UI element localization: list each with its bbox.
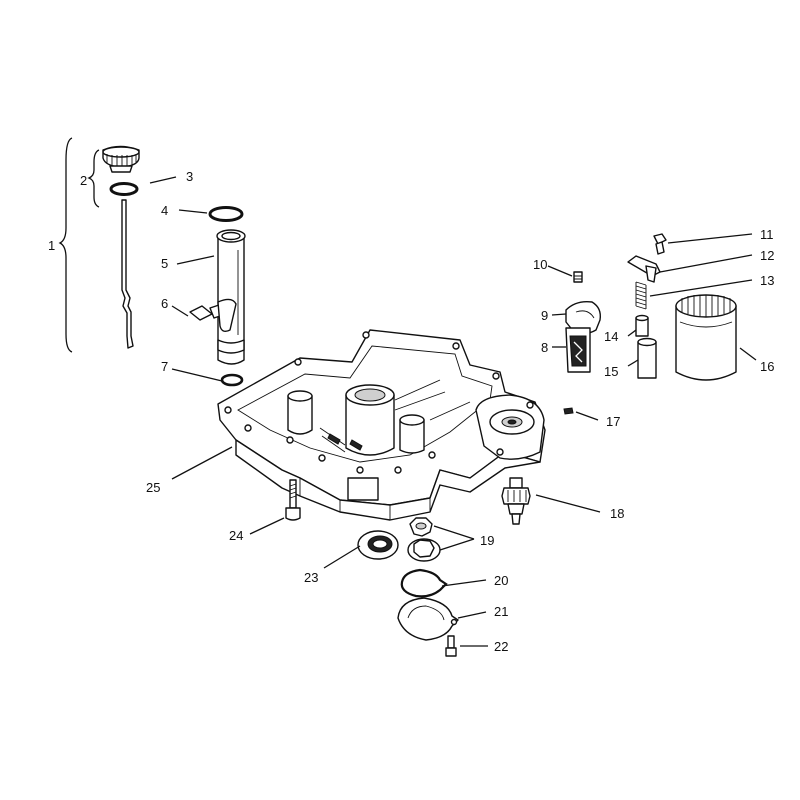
- tube-o-ring-bottom: [220, 373, 244, 387]
- valve-sleeve: [637, 337, 657, 379]
- callout-8: 8: [541, 340, 548, 355]
- pressure-switch: [501, 477, 531, 525]
- callout-13: 13: [760, 273, 774, 288]
- tube-o-ring-top: [208, 206, 244, 222]
- cover-screw: [445, 635, 457, 657]
- callout-25: 25: [146, 480, 160, 495]
- callout-6: 6: [161, 296, 168, 311]
- callout-3: 3: [186, 169, 193, 184]
- dipstick-blade: [121, 199, 134, 349]
- oil-pan: [217, 329, 546, 521]
- outer-rotor: [407, 538, 441, 562]
- bracket-2: [87, 149, 100, 208]
- callout-18: 18: [610, 506, 624, 521]
- dipstick-o-ring: [109, 182, 139, 196]
- callout-labels: 1 2 3 4 5 6 7 8 9 10 11 12 13 14 15 16 1…: [48, 169, 774, 654]
- callout-4: 4: [161, 203, 168, 218]
- valve-spring: [635, 281, 647, 310]
- dipstick-cap: [102, 145, 140, 173]
- callout-16: 16: [760, 359, 774, 374]
- callout-19: 19: [480, 533, 494, 548]
- callout-15: 15: [604, 364, 618, 379]
- callout-11: 11: [760, 227, 774, 242]
- callout-23: 23: [304, 570, 318, 585]
- callout-20: 20: [494, 573, 508, 588]
- callout-14: 14: [604, 329, 618, 344]
- filler-tube: [216, 229, 246, 365]
- pump-cover: [397, 597, 459, 641]
- tube-clamp-bolt: [189, 298, 237, 333]
- callout-22: 22: [494, 639, 508, 654]
- callout-12: 12: [760, 248, 774, 263]
- leader-lines: [149, 176, 757, 647]
- bracket-1: [58, 137, 73, 353]
- callout-5: 5: [161, 256, 168, 271]
- inner-rotor: [409, 517, 433, 537]
- callout-2: 2: [80, 173, 87, 188]
- pipe-plug: [563, 407, 574, 415]
- callout-21: 21: [494, 604, 508, 619]
- callout-17: 17: [606, 414, 620, 429]
- oil-filter: [675, 294, 737, 381]
- bypass-bolt: [573, 271, 583, 283]
- callout-10: 10: [533, 257, 547, 272]
- callout-7: 7: [161, 359, 168, 374]
- callout-1: 1: [48, 238, 55, 253]
- oil-seal: [357, 530, 399, 560]
- valve-bracket: [627, 255, 661, 283]
- callout-9: 9: [541, 308, 548, 323]
- valve-label: [565, 327, 591, 373]
- pan-bolt: [285, 479, 301, 521]
- valve-piston: [635, 314, 649, 337]
- valve-screw: [653, 233, 667, 255]
- callout-24: 24: [229, 528, 243, 543]
- pump-gasket: [400, 568, 448, 598]
